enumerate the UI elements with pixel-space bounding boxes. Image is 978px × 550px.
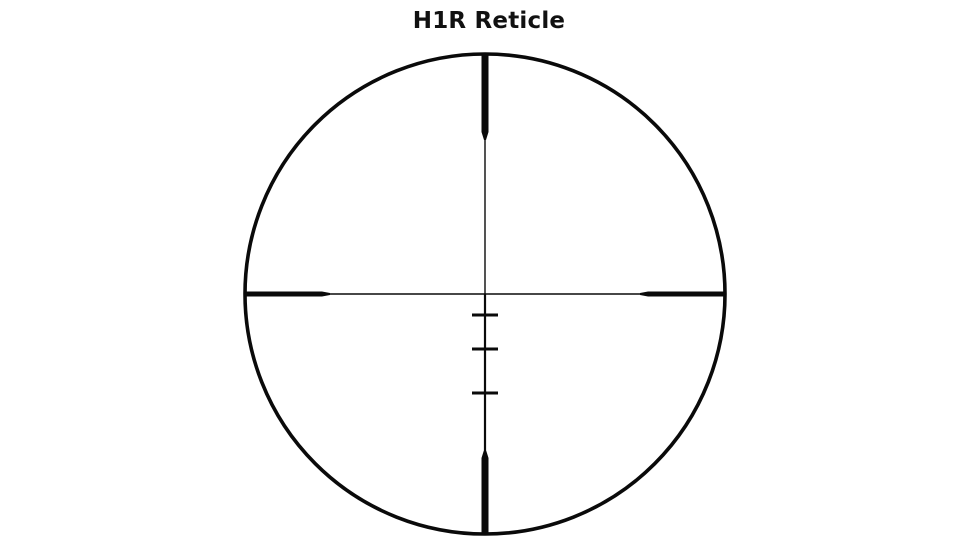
- reticle-group: [243, 52, 727, 536]
- diagram-title: H1R Reticle: [412, 8, 566, 34]
- top-post: [481, 54, 489, 140]
- bottom-post: [481, 450, 489, 534]
- left-post: [245, 291, 330, 297]
- right-post: [640, 291, 725, 297]
